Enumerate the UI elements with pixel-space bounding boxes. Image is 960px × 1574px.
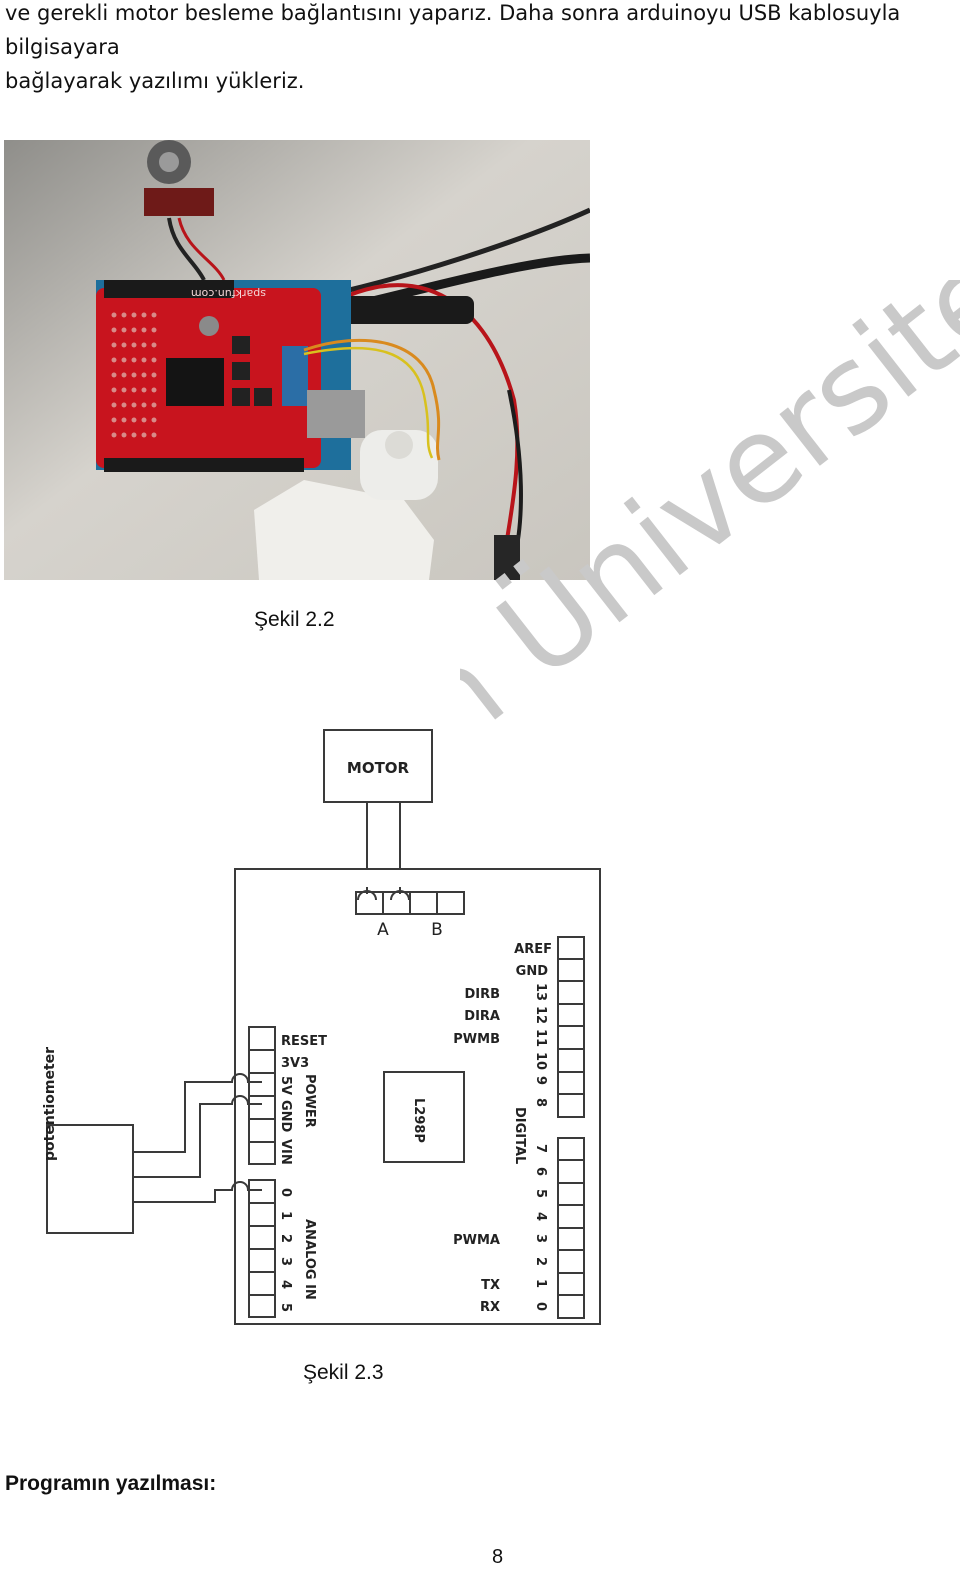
figure-caption-2-2: Şekil 2.2 (254, 608, 335, 631)
digital-pin-1: 1 (533, 1279, 548, 1288)
digital-pin-13: 13 (533, 983, 548, 1001)
terminal-a-label: A (377, 920, 389, 940)
intro-line-1: ve gerekli motor besleme bağlantısını ya… (5, 1, 901, 59)
signal-tx: TX (481, 1278, 500, 1293)
analog-pin-3: 3 (278, 1257, 293, 1266)
potentiometer-label: potentiometer (42, 1047, 58, 1161)
pin-reset: RESET (281, 1034, 327, 1049)
analog-pin-2: 2 (278, 1234, 293, 1243)
pin-aref: AREF (514, 942, 552, 957)
digital-pin-7: 7 (533, 1144, 548, 1153)
analog-pin-5: 5 (278, 1303, 293, 1312)
digital-pin-3: 3 (533, 1234, 548, 1243)
digital-group-label: DIGITAL (512, 1107, 527, 1164)
circuit-photo: sparkfun.com (4, 140, 590, 580)
digital-pin-4: 4 (533, 1212, 548, 1221)
analog-pin-0: 0 (278, 1188, 293, 1197)
figure-caption-2-3: Şekil 2.3 (303, 1361, 384, 1384)
power-group-label: POWER (302, 1074, 317, 1128)
digital-pin-12: 12 (533, 1006, 548, 1024)
digital-pin-8: 8 (533, 1098, 548, 1107)
pin-gnd-digital: GND (516, 964, 549, 979)
digital-pin-9: 9 (533, 1076, 548, 1085)
analog-group-label: ANALOG IN (302, 1219, 317, 1300)
board-label: sparkfun.com (191, 287, 266, 300)
signal-dirb: DIRB (464, 987, 500, 1002)
intro-line-2: bağlayarak yazılımı yükleriz. (5, 69, 305, 93)
signal-dira: DIRA (464, 1009, 500, 1024)
intro-paragraph: ve gerekli motor besleme bağlantısını ya… (5, 0, 955, 98)
digital-pin-5: 5 (533, 1189, 548, 1198)
chip-label: L298P (411, 1098, 426, 1143)
pin-5v: 5V (278, 1076, 293, 1095)
digital-pin-6: 6 (533, 1167, 548, 1176)
pin-3v3: 3V3 (281, 1056, 309, 1071)
terminal-b-label: B (431, 920, 443, 940)
pin-vin: VIN (278, 1139, 293, 1165)
digital-pin-0: 0 (533, 1302, 548, 1311)
motor-label: MOTOR (347, 759, 410, 777)
signal-pwmb: PWMB (453, 1032, 500, 1047)
page-number: 8 (492, 1546, 504, 1568)
analog-pin-4: 4 (278, 1280, 293, 1289)
wiring-schematic: MOTOR A B RESET 3V3 5V GND VIN POWER 0 1… (42, 729, 601, 1325)
signal-rx: RX (480, 1300, 500, 1315)
digital-pin-10: 10 (533, 1052, 548, 1070)
analog-pin-1: 1 (278, 1211, 293, 1220)
digital-pin-11: 11 (533, 1029, 548, 1047)
section-heading: Programın yazılması: (5, 1472, 217, 1495)
pin-gnd: GND (278, 1100, 293, 1133)
digital-pin-2: 2 (533, 1257, 548, 1266)
signal-pwma: PWMA (453, 1233, 500, 1248)
